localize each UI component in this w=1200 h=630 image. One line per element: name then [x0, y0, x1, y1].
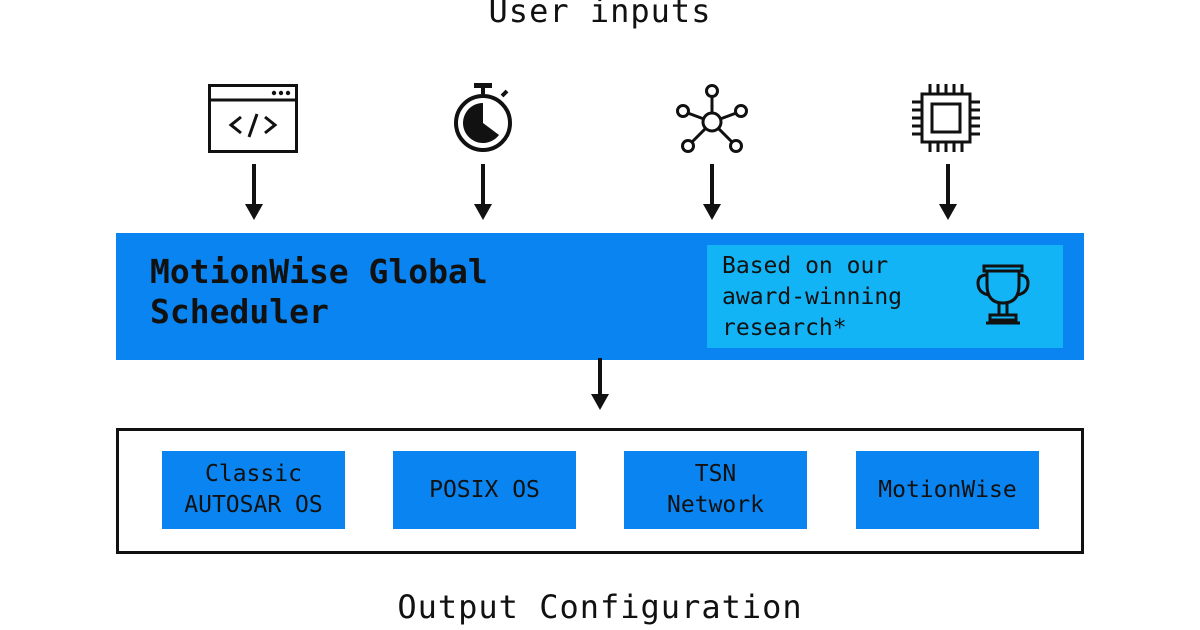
cpu-chip-icon: [910, 82, 982, 154]
code-window-icon: [208, 84, 298, 154]
research-note: Based on our award-winning research*: [722, 253, 903, 341]
input-arrow-1: [243, 164, 265, 222]
scheduler-title: MotionWise Global Scheduler: [150, 252, 488, 331]
input-arrow-3: [701, 164, 723, 222]
scheduler-output-arrow: [589, 358, 611, 412]
output-motionwise: MotionWise: [856, 451, 1039, 529]
research-callout: [707, 245, 1063, 348]
input-arrow-4: [937, 164, 959, 222]
stopwatch-icon: [450, 82, 516, 154]
output-classic-autosar: Classic AUTOSAR OS: [162, 451, 345, 529]
input-arrow-2: [472, 164, 494, 222]
user-inputs-heading: User inputs: [488, 0, 712, 30]
output-posix-os: POSIX OS: [393, 451, 576, 529]
network-hub-icon: [676, 84, 748, 154]
output-tsn-network: TSN Network: [624, 451, 807, 529]
trophy-icon: [976, 263, 1030, 327]
output-configuration-heading: Output Configuration: [397, 588, 803, 626]
